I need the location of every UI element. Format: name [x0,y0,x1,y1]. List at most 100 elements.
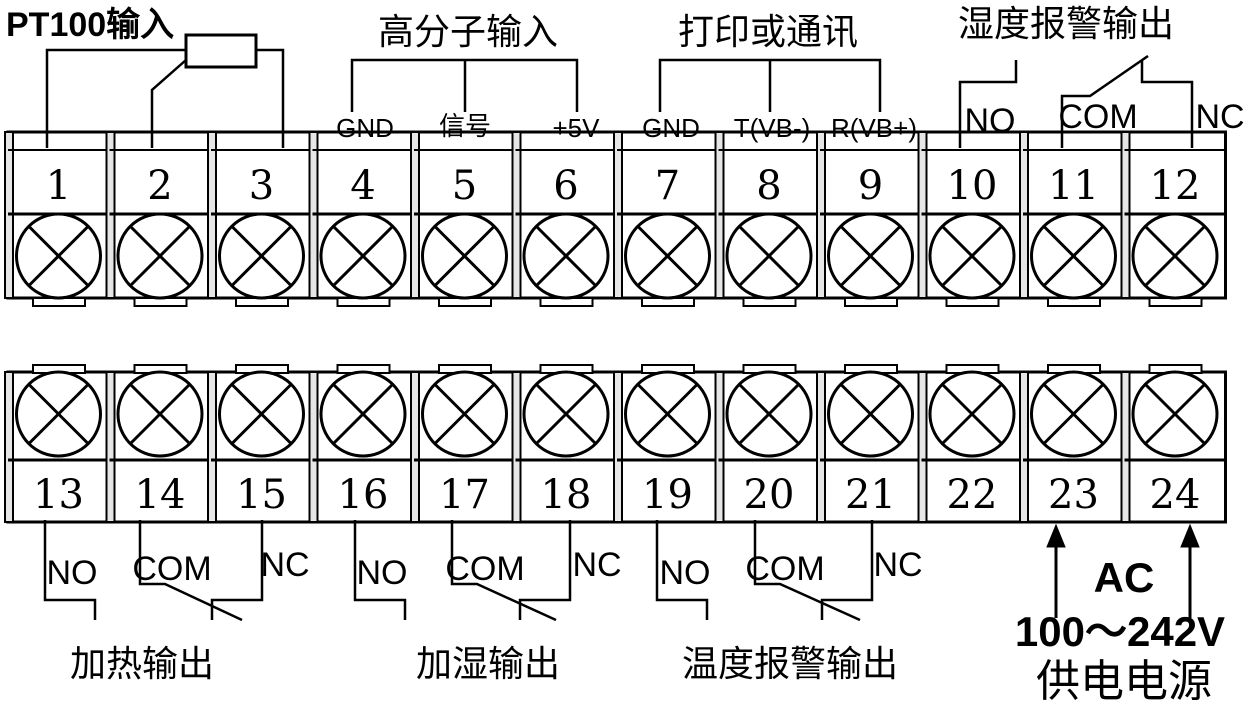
terminal-number-20: 20 [744,472,795,518]
screw-23 [1030,370,1117,458]
screw-12 [1131,212,1219,300]
terminal-number-22: 22 [947,472,998,518]
terminal-number-23: 23 [1048,472,1099,518]
heating-no-label: NO [47,554,98,592]
temp-alarm-com-label: COM [745,550,824,588]
screw-17 [421,370,508,458]
humidify-com-label: COM [445,550,524,588]
terminal-number-14: 14 [135,472,186,518]
terminal-16: 16 [308,364,415,524]
temp-alarm-nc-label: NC [873,546,922,584]
screw-4 [319,212,407,300]
pt100-wire-1 [45,48,186,148]
terminal-number-13: 13 [33,472,84,518]
terminal-7: 7 [613,130,720,307]
terminal-4: 4 [308,130,415,307]
terminal-6: 6 [511,130,618,307]
terminal-8: 8 [714,130,821,307]
terminal-12: 12 [1120,130,1227,307]
terminal-23: 23 [1019,364,1126,524]
gnd-label-4: GND [336,113,394,143]
temp-alarm-nc-wire [820,520,874,620]
humidify-output-label: 加湿输出 [416,644,560,685]
com-label-11: COM [1058,98,1137,136]
humidity-alarm-output-label: 湿度报警输出 [958,4,1174,45]
signal-label-5: 信号 [439,111,491,141]
heating-com-label: COM [132,550,211,588]
pt100-input-label: PT100输入 [6,6,174,44]
screw-24 [1131,370,1219,458]
screw-21 [827,370,914,458]
terminal-20: 20 [714,364,821,524]
terminal-number-16: 16 [338,472,389,518]
heating-output-label: 加热输出 [70,644,214,685]
terminal-number-11: 11 [1048,163,1099,209]
humidify-no-wire [353,520,407,620]
gnd-label-7: GND [642,113,700,143]
terminal-18: 18 [511,364,618,524]
humidify-com-wire [450,520,557,622]
nc-label-12: NC [1195,98,1244,136]
terminal-24: 24 [1120,364,1227,524]
screw-15 [218,370,305,458]
terminal-17: 17 [410,364,517,524]
terminal-number-3: 3 [249,163,274,209]
humidity-alarm-nc-wire [1140,60,1194,148]
terminal-number-15: 15 [236,472,287,518]
power-supply-label: 供电电源 [1036,656,1212,704]
terminal-14: 14 [105,364,212,524]
screw-10 [928,212,1016,300]
screw-18 [522,370,610,458]
power-ac-label: AC [1094,554,1155,601]
terminal-22: 22 [917,364,1024,524]
temp-alarm-no-label: NO [660,554,711,592]
screw-5 [421,212,508,300]
pt100-resistor-icon [184,33,258,69]
pt100-wire-3 [256,48,285,148]
terminal-number-6: 6 [553,163,578,209]
terminal-number-12: 12 [1150,163,1201,209]
heating-com-wire [138,520,243,622]
terminal-number-4: 4 [350,163,375,209]
polymer-input-label: 高分子输入 [378,12,558,53]
pt100-wire-2 [150,59,187,148]
power-arrow-23-icon [1046,523,1066,618]
polymer-input-bracket [350,58,579,112]
print-comm-label: 打印或通讯 [678,12,858,53]
terminal-number-18: 18 [541,472,592,518]
screw-8 [725,212,813,300]
terminal-1: 1 [4,130,111,307]
temp-alarm-output-label: 温度报警输出 [682,644,898,685]
terminal-number-2: 2 [147,163,172,209]
terminal-number-17: 17 [439,472,490,518]
temp-alarm-com-wire [753,520,861,622]
tvb-label-8: T(VB-) [734,113,811,143]
terminal-number-5: 5 [452,163,477,209]
power-arrow-24-icon [1180,523,1200,618]
terminal-number-9: 9 [858,163,883,209]
terminal-number-24: 24 [1150,472,1201,518]
heating-nc-wire [210,520,264,620]
terminal-number-8: 8 [756,163,781,209]
humidify-no-label: NO [357,554,408,592]
terminal-10: 10 [917,130,1024,307]
screw-14 [116,370,204,458]
power-voltage-label: 100～242V [1015,608,1225,655]
plus5v-label-6: +5V [553,113,601,143]
screw-3 [218,212,305,300]
screw-9 [827,212,914,300]
terminal-number-10: 10 [947,163,998,209]
terminal-5: 5 [410,130,517,307]
terminal-21: 21 [816,364,923,524]
temp-alarm-no-wire [655,520,709,620]
print-comm-bracket [658,58,882,112]
screw-7 [624,212,711,300]
terminal-9: 9 [816,130,923,307]
terminal-2: 2 [105,130,212,307]
terminal-number-1: 1 [46,163,71,209]
humidity-alarm-no-wire [958,60,1018,148]
humidify-nc-wire [518,520,572,620]
screw-16 [319,370,407,458]
